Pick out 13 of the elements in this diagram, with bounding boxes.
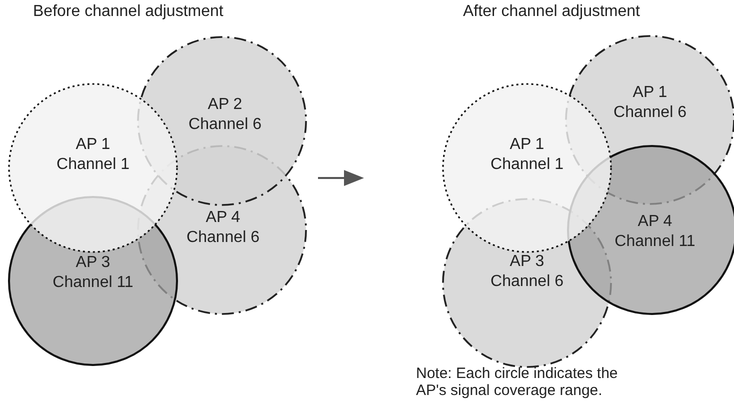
coverage-circle [442, 83, 612, 253]
circle-label: AP 1 Channel 1 [490, 135, 564, 175]
coverage-circle [8, 83, 178, 253]
panel-title: After channel adjustment [463, 3, 640, 21]
circle-label: AP 3 Channel 6 [490, 252, 564, 292]
panel-title: Before channel adjustment [33, 3, 224, 21]
circle-label: AP 4 Channel 6 [186, 208, 260, 248]
circle-label: AP 2 Channel 6 [188, 95, 262, 135]
circle-label: AP 1 Channel 6 [612, 83, 688, 123]
circle-label: AP 4 Channel 11 [614, 212, 696, 252]
note-text: Note: Each circle indicates the AP's signal coverage range. [416, 365, 619, 399]
circle-label: AP 1 Channel 1 [56, 135, 130, 175]
circle-label: AP 3 Channel 11 [52, 253, 134, 293]
